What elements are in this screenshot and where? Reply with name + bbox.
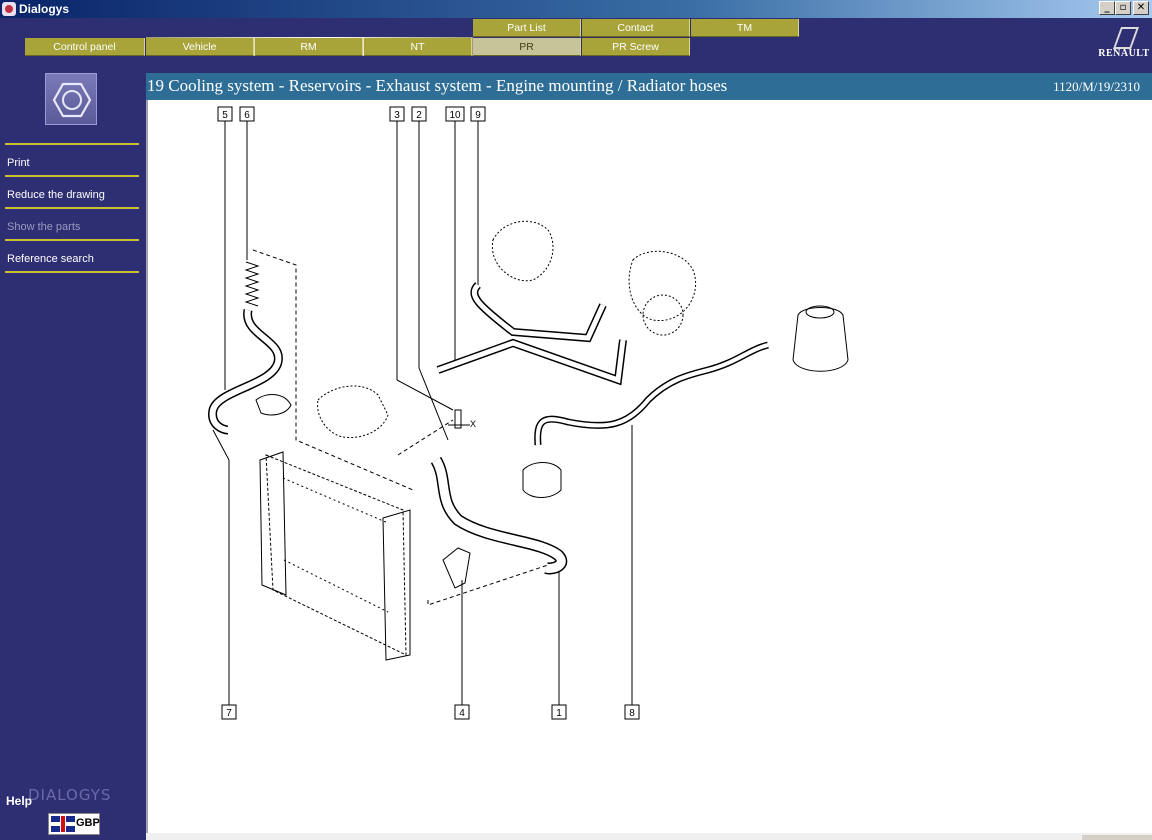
tab-rm[interactable]: RM [255,38,363,56]
callout-2[interactable]: 2 [411,106,427,122]
page-reference: 1120/M/19/2310 [1053,79,1140,94]
resize-grip[interactable] [1082,835,1152,840]
sidebar-item-print[interactable]: Print [5,143,139,173]
svg-text:2: 2 [416,110,422,121]
tab-pr-screw[interactable]: PR Screw [582,38,690,56]
currency-code: GBP [76,817,100,829]
help-link[interactable]: Help [6,794,33,808]
page-header: 19 Cooling system - Reservoirs - Exhaust… [146,73,1152,100]
window-titlebar: Dialogys _ ▫ ✕ [0,0,1152,18]
callout-5[interactable]: 5 [217,106,233,122]
sidebar-item-reduce-drawing[interactable]: Reduce the drawing [5,175,139,205]
svg-text:8: 8 [629,708,635,719]
svg-text:9: 9 [475,110,481,121]
svg-text:10: 10 [449,110,461,121]
renault-logo: RENAULT [1096,24,1152,68]
tab-part-list[interactable]: Part List [473,19,581,37]
svg-text:1: 1 [556,708,562,719]
tab-vehicle[interactable]: Vehicle [146,38,254,56]
brand-name: RENAULT [1098,48,1150,59]
uk-flag-icon [51,816,75,832]
maximize-button[interactable]: ▫ [1115,1,1131,15]
annotation-x: X [470,419,476,429]
tab-nt[interactable]: NT [364,38,472,56]
sidebar-item-reference-search[interactable]: Reference search [5,239,139,269]
callout-3[interactable]: 3 [389,106,405,122]
currency-selector[interactable]: GBP [48,813,100,835]
parts-drawing-area[interactable]: 5 6 3 2 10 9 7 4 1 8 X [146,100,1152,833]
sidebar: Print Reduce the drawing Show the parts … [0,73,146,840]
svg-text:3: 3 [394,110,400,121]
exploded-view-drawing: 5 6 3 2 10 9 7 4 1 8 X [208,106,849,720]
callout-7[interactable]: 7 [221,704,237,720]
callout-6[interactable]: 6 [239,106,255,122]
tab-control-panel[interactable]: Control panel [25,38,145,56]
svg-text:6: 6 [244,110,250,121]
page-title: 19 Cooling system - Reservoirs - Exhaust… [147,76,728,95]
close-button[interactable]: ✕ [1133,1,1149,15]
status-bar [146,833,1152,840]
top-navigation: Part List Contact TM Control panel Vehic… [0,18,1152,73]
callout-1[interactable]: 1 [551,704,567,720]
tab-pr[interactable]: PR [473,38,581,56]
svg-text:5: 5 [222,110,228,121]
nut-icon [45,73,97,125]
svg-text:4: 4 [459,708,465,719]
callout-10[interactable]: 10 [445,106,465,122]
tab-tm[interactable]: TM [691,19,799,37]
svg-text:7: 7 [226,708,232,719]
window-title: Dialogys [19,2,70,16]
callout-8[interactable]: 8 [624,704,640,720]
renault-diamond-icon [1114,24,1134,48]
sidebar-item-show-parts: Show the parts [5,207,139,237]
sidebar-divider [5,271,139,273]
minimize-button[interactable]: _ [1099,1,1115,15]
dialogys-watermark: DIALOGYS [28,786,112,804]
tab-contact[interactable]: Contact [582,19,690,37]
callout-9[interactable]: 9 [470,106,486,122]
callout-4[interactable]: 4 [454,704,470,720]
app-icon [2,2,16,16]
